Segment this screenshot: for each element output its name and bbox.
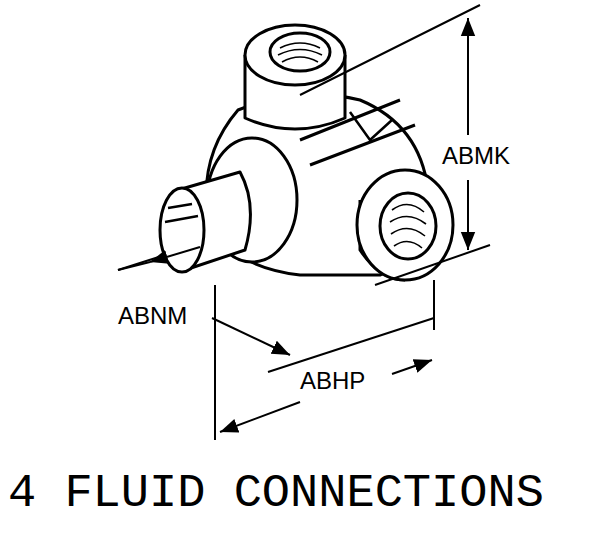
dimension-label: ABNM xyxy=(116,303,189,329)
dimension-label: ABMK xyxy=(440,143,512,169)
dimension-label: ABHP xyxy=(298,368,367,394)
caption: 4 FLUID CONNECTIONS xyxy=(8,468,544,520)
